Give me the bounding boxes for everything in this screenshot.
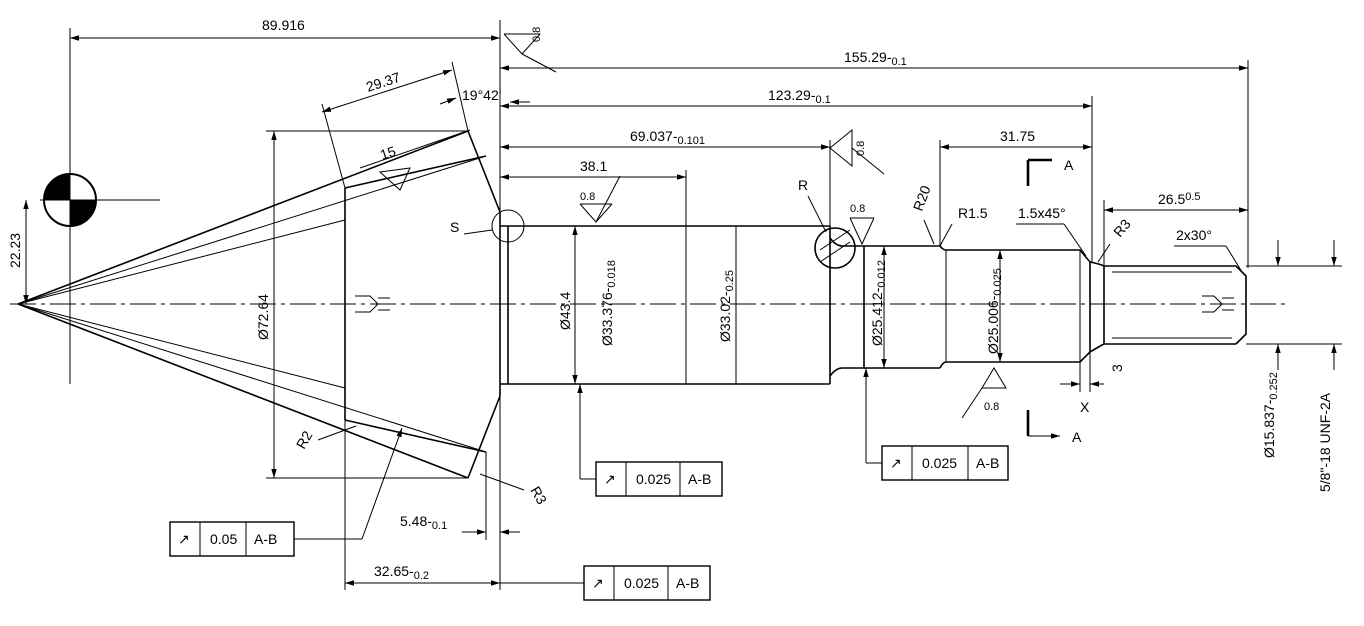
- chamfer-2x30: 2x30°: [1176, 227, 1212, 243]
- dim-123-29: 123.29-: [768, 87, 816, 103]
- svg-text:A-B: A-B: [976, 455, 999, 471]
- svg-text:26.50.5: 26.50.5: [1158, 191, 1201, 207]
- fcf-groove: ↗ 0.025 A-B: [863, 368, 1009, 481]
- dim-69-037: 69.037-: [630, 128, 678, 144]
- fcf-cone: ↗ 0.05 A-B: [169, 427, 403, 557]
- svg-text:0.8: 0.8: [531, 27, 543, 42]
- svg-text:↗: ↗: [178, 531, 190, 547]
- chamfer-1-5x45: 1.5x45°: [1018, 205, 1066, 221]
- radius-r: R: [798, 177, 808, 193]
- dim-15: 15: [378, 143, 398, 163]
- surface-finish-5: 0.8: [961, 367, 1007, 419]
- radius-r1-5: R1.5: [958, 205, 988, 221]
- dim-3: 3: [1109, 364, 1125, 372]
- detail-label-x: X: [1080, 399, 1090, 415]
- svg-text:↗: ↗: [890, 455, 902, 471]
- svg-text:155.29-0.1: 155.29-0.1: [844, 49, 907, 68]
- dim-26-5: 26.5: [1158, 191, 1185, 207]
- shaft-part: [500, 225, 1247, 385]
- dia-25-412: Ø25.412-: [869, 287, 885, 346]
- radius-r3b: R3: [1110, 216, 1134, 240]
- dia-33-02: Ø33.02-: [717, 291, 733, 342]
- dim-32-65: 32.65-: [374, 563, 414, 579]
- thread-callout: 5/8"-18 UNF-2A: [1317, 392, 1333, 492]
- svg-text:32.65-0.2: 32.65-0.2: [374, 563, 429, 582]
- dim-155-29-tol: 0.1: [891, 56, 906, 68]
- svg-text:0.025: 0.025: [636, 471, 671, 487]
- surface-finish-3: 0.8: [829, 128, 885, 175]
- dim-123-29-tol: 0.1: [815, 94, 830, 106]
- detail-circle-s: [491, 209, 525, 243]
- svg-text:↗: ↗: [592, 575, 604, 591]
- dia-25-006: Ø25.006-: [985, 295, 1001, 354]
- dia-72-64: Ø72.64: [255, 294, 271, 340]
- svg-text:A-B: A-B: [254, 531, 277, 547]
- dia-33-376-tol: 0.018: [606, 260, 618, 288]
- svg-text:Ø25.006-0.025: Ø25.006-0.025: [985, 268, 1004, 354]
- svg-text:Ø33.02-0.25: Ø33.02-0.25: [717, 270, 736, 342]
- detail-circle-r: [814, 227, 856, 269]
- fcf-face: ↗ 0.025 A-B: [500, 565, 711, 601]
- svg-text:Ø15.837-0.252: Ø15.837-0.252: [1261, 372, 1280, 458]
- svg-text:5.48-0.1: 5.48-0.1: [400, 513, 447, 532]
- svg-text:0.025: 0.025: [624, 575, 659, 591]
- svg-text:0.8: 0.8: [855, 141, 867, 156]
- svg-text:0.025: 0.025: [922, 455, 957, 471]
- dim-32-65-tol: 0.2: [414, 570, 429, 582]
- svg-text:Ø25.412-0.012: Ø25.412-0.012: [869, 260, 888, 346]
- dim-31-75: 31.75: [1000, 128, 1035, 144]
- svg-text:123.29-0.1: 123.29-0.1: [768, 87, 831, 106]
- svg-text:0.8: 0.8: [580, 191, 595, 203]
- radius-r20: R20: [910, 183, 934, 213]
- section-marker-bottom: A: [1026, 410, 1082, 445]
- dia-33-02-tol: 0.25: [724, 270, 736, 291]
- dia-33-376: Ø33.376-: [599, 287, 615, 346]
- dia-15-837-tol: 0.252: [1268, 372, 1280, 400]
- detail-label-s: S: [450, 219, 459, 235]
- dia-25-412-tol: 0.012: [876, 260, 888, 288]
- dim-22-23: 22.23: [7, 233, 23, 268]
- section-marker-top: A: [1026, 157, 1074, 186]
- svg-text:A: A: [1072, 429, 1082, 445]
- dim-29-37: 29.37: [364, 69, 402, 95]
- svg-text:Ø33.376-0.018: Ø33.376-0.018: [599, 260, 618, 346]
- dia-15-837: Ø15.837-: [1261, 399, 1277, 458]
- dim-5-48-tol: 0.1: [432, 520, 447, 532]
- dim-38-1: 38.1: [580, 158, 607, 174]
- surface-finish-2: 0.8: [579, 175, 621, 223]
- radius-r3: R3: [527, 484, 550, 508]
- svg-text:0.8: 0.8: [984, 401, 999, 413]
- svg-text:0.8: 0.8: [850, 203, 865, 215]
- dia-25-006-tol: 0.025: [992, 268, 1004, 296]
- svg-text:A-B: A-B: [688, 471, 711, 487]
- radius-r2: R2: [293, 428, 316, 452]
- svg-text:A-B: A-B: [676, 575, 699, 591]
- dim-5-48: 5.48-: [400, 513, 432, 529]
- svg-text:0.05: 0.05: [210, 531, 237, 547]
- svg-text:↗: ↗: [604, 471, 616, 487]
- surface-finish-1: 0.8: [503, 27, 557, 73]
- dim-26-5-tol: 0.5: [1185, 191, 1200, 203]
- fcf-shaft: ↗ 0.025 A-B: [577, 384, 723, 497]
- centroid-symbol: [40, 28, 160, 384]
- dim-69-037-tol: 0.101: [677, 135, 705, 147]
- dim-89-916: 89.916: [262, 17, 305, 33]
- dim-19-42: 19°42': [462, 87, 501, 103]
- svg-text:69.037-0.101: 69.037-0.101: [630, 128, 705, 147]
- surface-finish-4: 0.8: [849, 203, 875, 246]
- svg-text:A: A: [1064, 157, 1074, 173]
- dim-155-29: 155.29-: [844, 49, 892, 65]
- dia-43-4: Ø43.4: [557, 292, 573, 330]
